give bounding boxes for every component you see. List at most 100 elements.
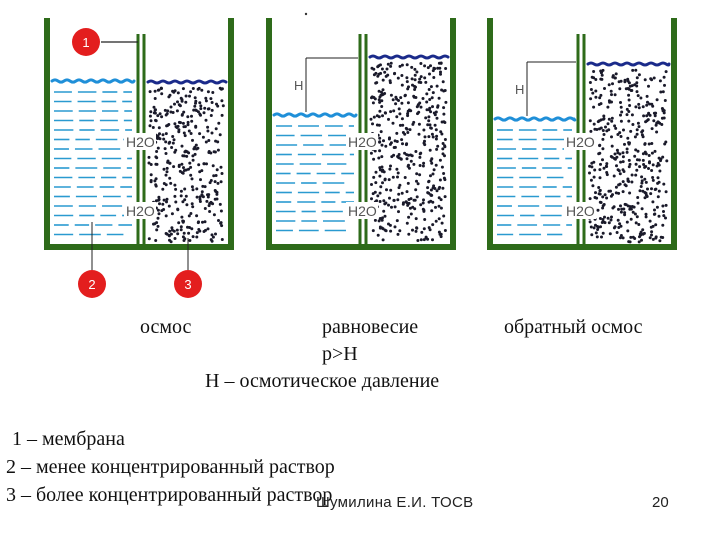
solute-dot bbox=[165, 124, 169, 128]
solute-dot bbox=[442, 172, 446, 175]
solute-dot bbox=[173, 194, 177, 198]
solute-dot bbox=[410, 154, 414, 158]
solute-dot bbox=[408, 128, 412, 132]
fresh-water-region bbox=[50, 78, 136, 244]
solute-dot bbox=[616, 133, 620, 136]
solute-dot bbox=[617, 80, 621, 84]
solute-dot bbox=[648, 113, 652, 117]
solute-dot bbox=[414, 217, 418, 221]
solute-dot bbox=[619, 160, 623, 164]
solute-dot bbox=[631, 123, 635, 126]
solute-dot bbox=[629, 235, 633, 239]
solute-dot bbox=[195, 147, 198, 151]
solute-dot bbox=[157, 195, 161, 199]
legend-item-membrane: 1 – мембрана bbox=[12, 428, 125, 450]
solute-dot bbox=[381, 92, 385, 96]
solute-dot bbox=[429, 85, 433, 89]
solute-dot bbox=[639, 230, 643, 234]
solute-dot bbox=[383, 178, 387, 182]
solute-dot bbox=[414, 229, 418, 233]
solute-dot bbox=[386, 73, 390, 77]
solute-dot bbox=[600, 235, 603, 239]
solute-dot bbox=[594, 223, 597, 227]
solute-dot bbox=[614, 191, 618, 195]
solute-dot bbox=[395, 131, 399, 135]
solute-dot bbox=[191, 205, 195, 209]
solute-dot bbox=[439, 72, 442, 76]
solute-dot bbox=[596, 120, 600, 124]
solute-dot bbox=[183, 198, 187, 202]
solute-dot bbox=[403, 151, 407, 155]
solute-dot bbox=[198, 229, 202, 233]
solute-dot bbox=[590, 233, 594, 237]
solute-dot bbox=[647, 84, 650, 88]
solute-dot bbox=[601, 147, 605, 151]
concentrated-surface-wave bbox=[368, 54, 450, 60]
solute-dot bbox=[173, 122, 177, 126]
solute-dot bbox=[177, 128, 181, 132]
solute-dot bbox=[613, 93, 617, 97]
h2o-label-bg bbox=[564, 133, 596, 150]
solute-dot bbox=[189, 90, 193, 94]
solute-dot bbox=[601, 129, 605, 132]
solute-dot bbox=[625, 150, 629, 154]
solute-dot bbox=[191, 138, 194, 142]
solute-dot bbox=[378, 174, 382, 178]
solute-dot bbox=[380, 105, 384, 108]
solute-dot bbox=[165, 166, 169, 170]
solute-dot bbox=[430, 209, 434, 213]
solute-dot bbox=[405, 221, 409, 225]
solute-dot bbox=[378, 140, 382, 144]
solute-dot bbox=[389, 93, 393, 97]
solute-dot bbox=[426, 191, 430, 195]
solute-dot bbox=[403, 176, 407, 179]
solute-dot bbox=[655, 130, 659, 134]
h2o-label: H2O bbox=[566, 203, 595, 219]
solute-dot bbox=[389, 229, 393, 233]
solute-dot bbox=[181, 87, 185, 91]
solute-dot bbox=[416, 239, 420, 242]
solute-dot bbox=[184, 100, 188, 104]
solute-dot bbox=[178, 104, 182, 108]
solute-dot bbox=[617, 207, 620, 211]
solute-dot bbox=[390, 205, 393, 209]
solute-dot bbox=[211, 91, 215, 94]
solute-dot bbox=[176, 232, 180, 236]
solute-dot bbox=[184, 149, 188, 153]
solute-dot bbox=[187, 231, 191, 235]
solute-dot bbox=[152, 105, 156, 109]
solute-dot bbox=[651, 224, 655, 228]
solute-dot bbox=[404, 126, 408, 130]
solute-dot bbox=[173, 102, 176, 106]
solute-dot bbox=[439, 70, 442, 74]
solute-dot bbox=[164, 173, 168, 177]
solute-dot bbox=[663, 83, 666, 87]
solute-dot bbox=[179, 121, 182, 125]
solute-dot bbox=[650, 102, 654, 106]
solute-dot bbox=[647, 142, 651, 146]
solute-dot bbox=[653, 114, 657, 118]
solute-dot bbox=[174, 148, 178, 152]
solute-dot bbox=[410, 77, 414, 81]
solute-dot bbox=[195, 214, 199, 218]
solute-dot bbox=[640, 238, 643, 242]
solute-dot bbox=[418, 164, 422, 167]
solute-dot bbox=[419, 105, 423, 109]
solute-dot bbox=[197, 86, 201, 90]
marker-1-label: 1 bbox=[82, 35, 89, 50]
solute-dot bbox=[170, 146, 174, 149]
solute-dot bbox=[416, 112, 419, 116]
solute-dot bbox=[205, 162, 208, 166]
solute-dot bbox=[394, 102, 398, 106]
solute-dot bbox=[414, 150, 418, 153]
solute-dot bbox=[631, 210, 635, 214]
solute-dot bbox=[154, 155, 158, 159]
solute-dot bbox=[178, 169, 182, 173]
solute-dot bbox=[389, 64, 393, 68]
solute-dot bbox=[401, 142, 404, 146]
solute-dot bbox=[160, 115, 164, 119]
solute-dot bbox=[164, 152, 168, 155]
solute-dot bbox=[148, 90, 152, 94]
